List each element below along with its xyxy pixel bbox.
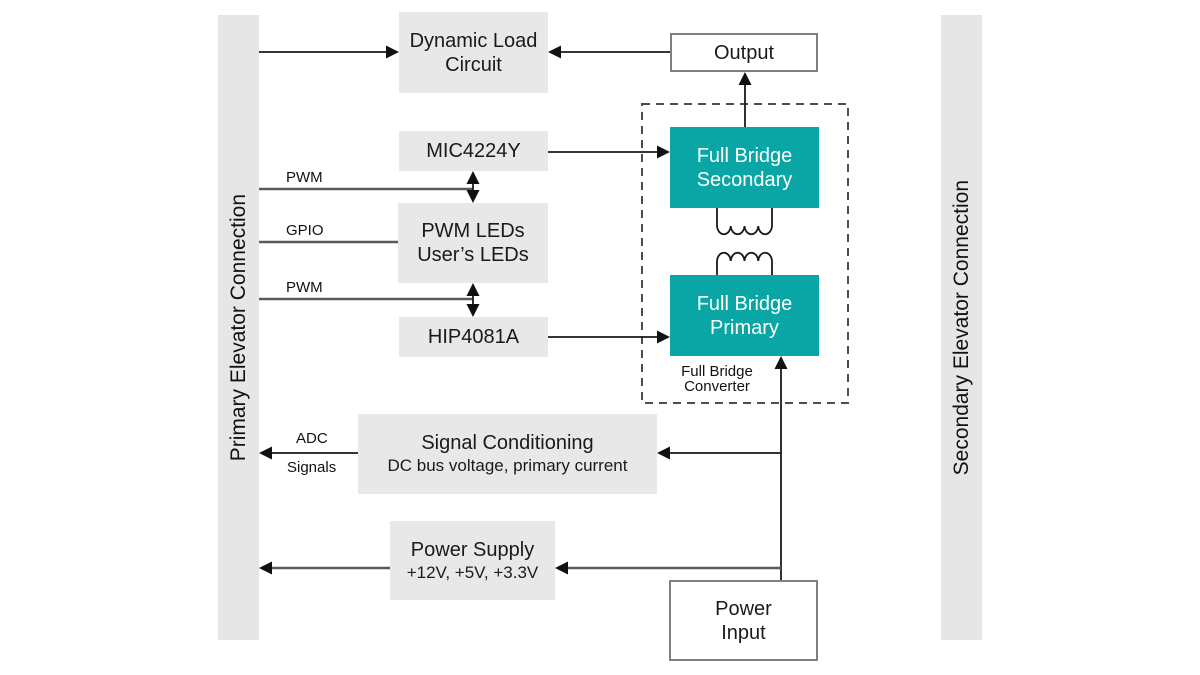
secondary-elevator-connection-label: Secondary Elevator Connection: [949, 179, 973, 476]
dynamic-load-circuit-block: Dynamic Load Circuit: [399, 12, 548, 93]
arrow-bar-to-dynamic-load: [259, 45, 399, 59]
arrow-mic4224y-to-secondary: [548, 145, 670, 159]
pwm-leds-line2: User’s LEDs: [417, 244, 529, 266]
full-bridge-primary-line2: Primary: [710, 316, 779, 339]
dynamic-load-line2: Circuit: [445, 53, 502, 76]
arrow-output-to-dynamic-load: [548, 45, 670, 59]
full-bridge-secondary-line2: Secondary: [696, 168, 793, 191]
signal-conditioning-title: Signal Conditioning: [421, 432, 594, 455]
arrow-power-supply-to-bar: [259, 561, 390, 575]
signal-conditioning-subtitle: DC bus voltage, primary current: [387, 456, 628, 476]
primary-elevator-connection-bar: Primary Elevator Connection: [218, 15, 259, 640]
arrow-hip4081a-to-primary: [548, 330, 670, 344]
power-input-block: Power Input: [669, 580, 818, 661]
full-bridge-secondary-line1: Full Bridge: [696, 144, 793, 167]
full-bridge-primary-line1: Full Bridge: [696, 292, 793, 315]
full-bridge-converter-caption: Full Bridge Converter: [647, 364, 787, 394]
arrow-secondary-to-output: [738, 72, 752, 127]
full-bridge-primary-block: Full Bridge Primary: [670, 275, 819, 356]
secondary-elevator-connection-bar: Secondary Elevator Connection: [941, 15, 982, 640]
transformer-primary-winding: [716, 251, 773, 275]
double-arrow-mic-pwmleds: [466, 171, 480, 203]
pwm-top-label: PWM: [286, 169, 323, 186]
power-supply-block: Power Supply +12V, +5V, +3.3V: [390, 521, 555, 600]
hip4081a-label: HIP4081A: [427, 326, 520, 348]
power-input-line2: Input: [721, 621, 766, 644]
output-block: Output: [670, 33, 818, 72]
pwm-leds-line1: PWM LEDs: [421, 220, 525, 242]
dynamic-load-line1: Dynamic Load: [409, 29, 538, 52]
pwm-leds-block: PWM LEDs User’s LEDs: [398, 203, 548, 283]
adc-signals-label: Signals: [287, 459, 337, 476]
primary-elevator-connection-label: Primary Elevator Connection: [226, 193, 250, 462]
power-input-line1: Power: [715, 597, 772, 620]
mic4224y-label: MIC4224Y: [426, 140, 521, 162]
power-supply-title: Power Supply: [410, 538, 535, 561]
full-bridge-converter-caption-line2: Converter: [684, 378, 750, 395]
arrow-powerline-to-power-supply: [555, 561, 781, 575]
transformer-secondary-winding: [716, 208, 773, 236]
full-bridge-secondary-block: Full Bridge Secondary: [670, 127, 819, 208]
arrow-powerline-to-signal-conditioning: [657, 446, 781, 460]
arrow-adc-signals-to-bar: [259, 446, 358, 460]
full-bridge-converter-caption-line1: Full Bridge: [681, 363, 753, 380]
power-supply-subtitle: +12V, +5V, +3.3V: [406, 562, 539, 582]
mic4224y-block: MIC4224Y: [399, 131, 548, 171]
gpio-label: GPIO: [286, 222, 324, 239]
hip4081a-block: HIP4081A: [399, 317, 548, 357]
adc-label: ADC: [296, 430, 328, 447]
output-label: Output: [713, 41, 775, 64]
signal-conditioning-block: Signal Conditioning DC bus voltage, prim…: [358, 414, 657, 494]
pwm-bottom-label: PWM: [286, 279, 323, 296]
double-arrow-pwmleds-hip: [466, 283, 480, 317]
